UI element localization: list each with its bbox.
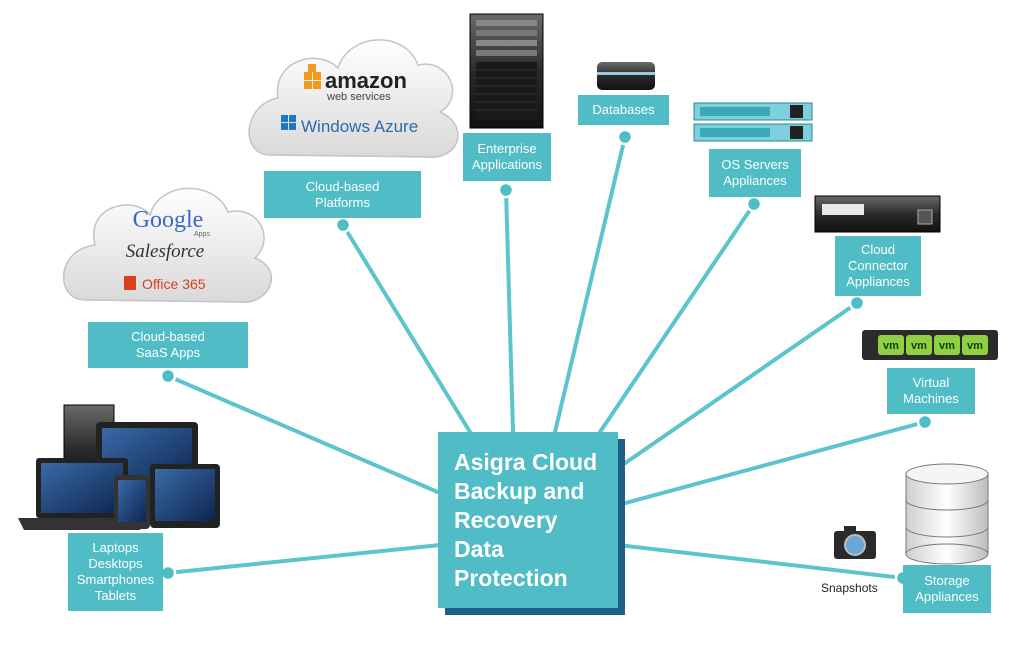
dot-connector [848,294,866,312]
camera-icon [834,526,876,559]
aws-boxes-icon [304,64,321,89]
dot-os [745,195,763,213]
vm-label-4: vm [967,340,983,352]
dot-enterprise [497,181,515,199]
hub-line-4: Data [454,536,504,562]
azure-logo-text: Windows Azure [301,117,418,136]
line-databases [553,135,627,434]
node-storage-label: Storage Appliances [903,565,991,613]
line-vm [616,420,927,507]
vm-label-2: vm [911,340,927,352]
dot-platforms [334,216,352,234]
devices-cluster-icon [18,404,220,530]
dot-databases [616,128,634,146]
line-storage [616,543,905,580]
node-enterprise-label: Enterprise Applications [463,133,551,181]
node-databases-label: Databases [578,95,669,125]
hub-line-5: Protection [454,565,568,591]
snapshots-label: Snapshots [821,581,878,595]
dot-saas [159,367,177,385]
line-enterprise [504,188,515,434]
dot-devices [159,564,177,582]
line-platforms [341,223,472,434]
node-connector-label: Cloud Connector Appliances [835,236,921,296]
vm-rack-icon [862,330,998,360]
office365-logo-text: Office 365 [142,276,206,292]
hub-line-2: Backup and [454,478,585,504]
connector-lines [166,135,927,580]
dot-vm [916,413,934,431]
central-hub-box: Asigra Cloud Backup and Recovery Data Pr… [438,432,618,608]
connector-dots [159,128,934,587]
windows-flag-icon [281,115,296,130]
node-platforms-label: Cloud-based Platforms [264,171,421,218]
node-vm-label: Virtual Machines [887,368,975,414]
vm-label-1: vm [883,340,899,352]
line-os [598,202,756,434]
hub-line-3: Recovery [454,507,558,533]
office-icon [124,276,136,290]
aws-sub-text: web services [326,91,391,103]
storage-disks-icon [905,463,989,565]
amazon-logo-text: amazon [325,68,407,93]
line-devices [166,543,442,575]
line-connector [616,301,859,470]
google-logo-text: Google [133,207,204,233]
salesforce-logo-text: Salesforce [126,241,204,262]
connector-appliance-icon [814,195,941,233]
saas-cloud-icon [62,187,273,303]
line-saas [166,374,442,495]
node-devices-label: Laptops Desktops Smartphones Tablets [68,533,163,611]
google-apps-text: Apps [194,231,210,238]
platform-cloud-icon [248,39,459,158]
vm-label-3: vm [939,340,955,352]
database-drive-icon [597,62,655,90]
hub-line-1: Asigra Cloud [454,449,598,475]
server-tower-icon [469,13,544,129]
node-saas-label: Cloud-based SaaS Apps [88,322,248,368]
os-server-appliance-icon [693,102,813,142]
node-os-label: OS Servers Appliances [709,149,801,197]
